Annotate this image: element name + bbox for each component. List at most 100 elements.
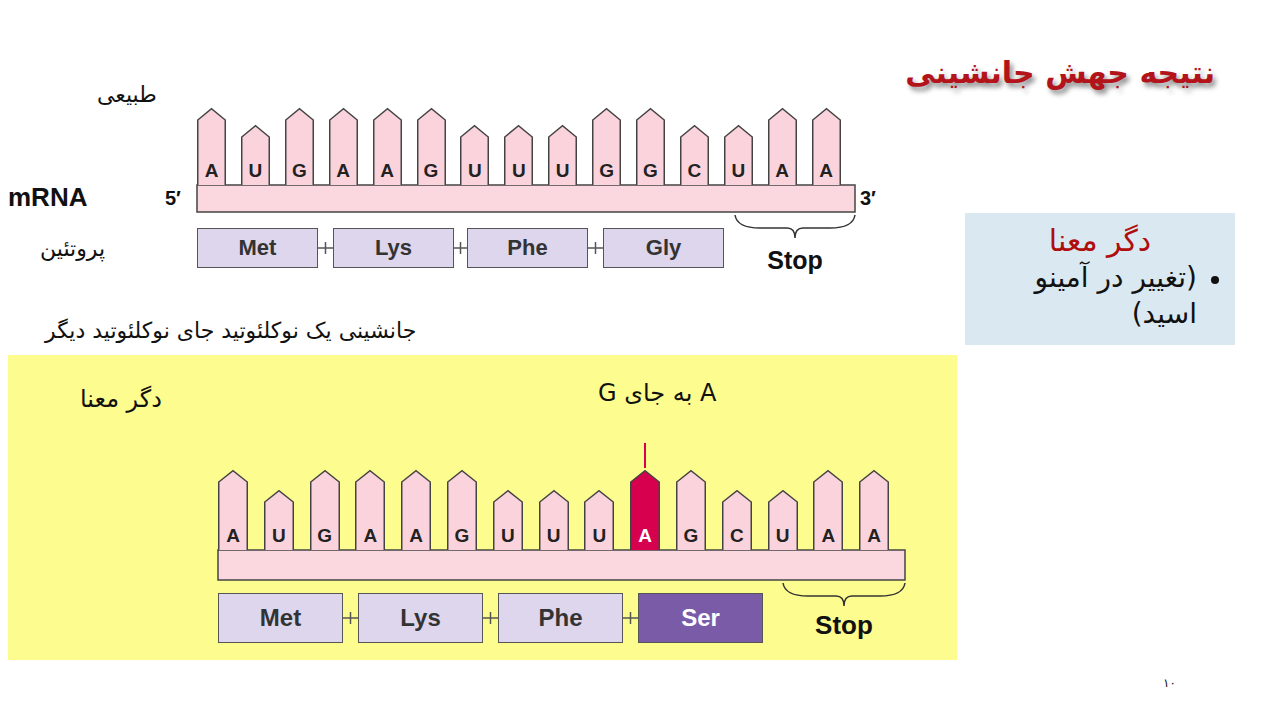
nucleotide-outline [461,126,489,185]
nucleotide-letter: U [584,526,614,545]
nucleotide-outline [585,491,614,550]
nucleotide: A [813,470,843,550]
stop-label: Stop [815,610,873,641]
amino-acid-name: Ser [681,604,720,632]
nucleotide: G [310,470,340,550]
mrna-strand [197,185,855,212]
amino-acid-box: Met [197,228,318,268]
nucleotide-outline [417,109,445,185]
nucleotide-outline [329,109,357,185]
nucleotide: A [355,470,385,550]
nucleotide-outline [768,109,796,185]
nucleotide-outline [286,109,314,185]
amino-acid-name: Phe [538,604,582,632]
note-heading: دگر معنا [979,221,1221,260]
nucleotide-outline [593,109,621,185]
nucleotide-letter: A [768,161,797,180]
nucleotide-letter: G [592,161,621,180]
amino-acid-box: Lys [358,593,483,643]
nucleotide: G [676,470,706,550]
mrna-strand [218,550,905,580]
peptide-bond [623,612,638,624]
mutated-nucleotide: A [630,470,660,550]
nucleotide-letter: A [401,526,431,545]
stop-bracket [735,215,855,238]
nucleotide: A [859,470,889,550]
mutation-note: A به جای G [598,379,716,407]
nucleotide-letter: G [310,526,340,545]
strand-label: mRNA [8,182,87,213]
nucleotide: A [218,470,248,550]
nucleotide-outline [373,109,401,185]
nucleotide-outline [631,471,660,550]
nucleotide-letter: U [493,526,523,545]
nucleotide-letter: U [504,161,533,180]
nucleotide-outline [677,471,706,550]
nucleotide-letter: A [859,526,889,545]
nucleotide-outline [198,109,226,185]
strand-label: پروتئین [40,236,105,261]
nucleotide-letter: A [355,526,385,545]
end-label: 3′ [860,187,876,210]
nucleotide-outline [812,109,840,185]
nucleotide-letter: G [676,526,706,545]
nucleotide-letter: U [264,526,294,545]
note-body: (تغییر در آمینو اسید) [979,260,1221,333]
note-box: دگر معنا(تغییر در آمینو اسید) [965,213,1235,345]
nucleotide-letter: G [447,526,477,545]
nucleotide-letter: A [813,526,843,545]
nucleotide-letter: U [768,526,798,545]
nucleotide: U [504,125,533,185]
nucleotide-outline [494,491,523,550]
caption-note: جانشینی یک نوکلئوتید جای نوکلئوتید دیگر [45,318,416,343]
nucleotide: U [493,490,523,550]
amino-acid-box: Lys [333,228,454,268]
amino-acid-name: Gly [646,235,681,261]
amino-acid-name: Phe [507,235,547,261]
nucleotide-letter: C [680,161,709,180]
stop-label: Stop [767,246,823,275]
nucleotide: G [592,108,621,185]
nucleotide: U [539,490,569,550]
peptide-bond [588,242,603,254]
nucleotide: U [768,490,798,550]
nucleotide: C [722,490,752,550]
nucleotide-letter: A [812,161,841,180]
nucleotide-letter: U [548,161,577,180]
nucleotide-outline [681,126,709,185]
state-label: طبیعی [97,82,157,107]
nucleotide: G [285,108,314,185]
bullet-dot [1211,276,1219,284]
nucleotide-outline [310,471,339,550]
nucleotide: U [584,490,614,550]
nucleotide-outline [402,471,431,550]
nucleotide: G [447,470,477,550]
nucleotide-outline [637,109,665,185]
peptide-bond [318,242,333,254]
peptide-bond [454,242,467,254]
amino-acid-box: Gly [603,228,724,268]
nucleotide-letter: A [329,161,358,180]
nucleotide-outline [356,471,385,550]
nucleotide: U [241,125,270,185]
amino-acid-box: Phe [467,228,588,268]
nucleotide-letter: A [218,526,248,545]
nucleotide: A [768,108,797,185]
nucleotide-outline [768,491,797,550]
nucleotide-letter: U [724,161,753,180]
nucleotide-letter: A [630,526,660,545]
end-label: 5′ [165,187,181,210]
slide-title: نتیجه جهش جانشینی [905,55,1215,90]
peptide-bond [343,612,358,624]
nucleotide-letter: A [197,161,226,180]
nucleotide-outline [539,491,568,550]
nucleotide: A [401,470,431,550]
amino-acid-box: Phe [498,593,623,643]
nucleotide-outline [505,126,533,185]
nucleotide-letter: C [722,526,752,545]
nucleotide-outline [549,126,577,185]
nucleotide-outline [448,471,477,550]
amino-acid-box: Met [218,593,343,643]
changed-amino-acid: Ser [638,593,763,643]
